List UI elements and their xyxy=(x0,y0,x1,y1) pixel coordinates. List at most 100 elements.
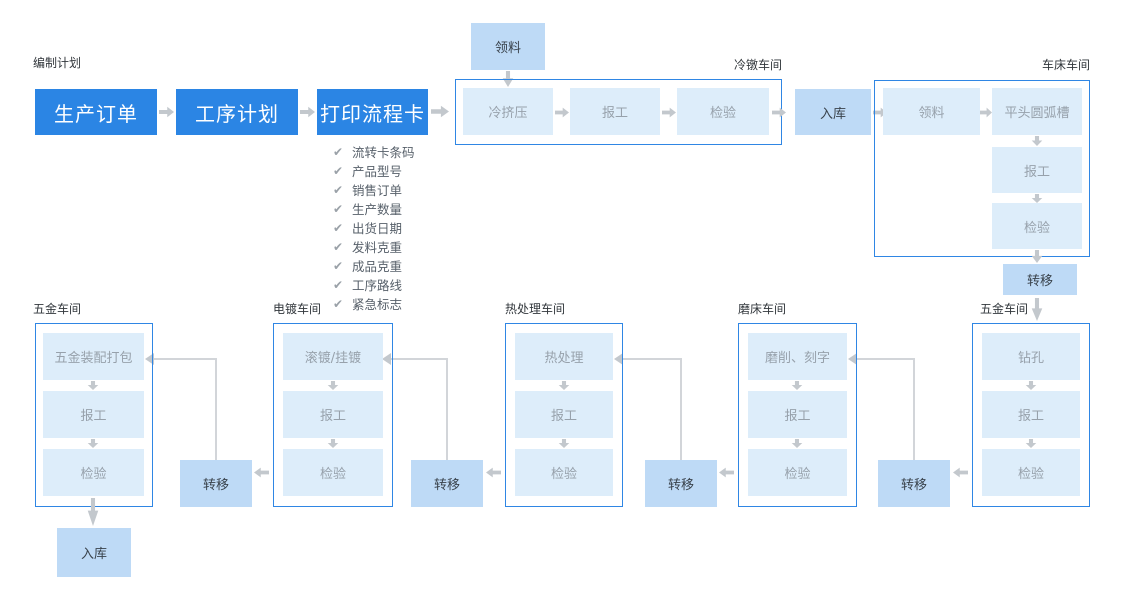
checklist-item-label: 产品型号 xyxy=(352,164,403,179)
node-production-order: 生产订单 xyxy=(35,89,157,135)
node-drilling: 钻孔 xyxy=(982,333,1080,380)
node-warehouse-in-final: 入库 xyxy=(57,528,131,577)
node-report-work: 报工 xyxy=(982,391,1080,438)
connector-line xyxy=(913,359,915,460)
workshop-label-hardware-left: 五金车间 xyxy=(33,302,82,316)
checklist-item: ✔ 生产数量 xyxy=(333,199,415,218)
node-transfer: 转移 xyxy=(180,460,252,507)
checklist-item-label: 成品克重 xyxy=(352,259,403,274)
checklist-item: ✔发料克重 xyxy=(333,237,415,256)
arrow-right-icon xyxy=(555,107,569,118)
arrow-left-icon xyxy=(614,353,623,365)
arrow-left-icon xyxy=(382,353,391,365)
arrow-down-icon xyxy=(1025,439,1037,448)
node-transfer: 转移 xyxy=(645,460,717,507)
node-barrel-rack-plating: 滚镀/挂镀 xyxy=(283,333,383,380)
arrow-down-icon xyxy=(791,381,803,390)
arrow-down-icon xyxy=(791,439,803,448)
node-transfer: 转移 xyxy=(878,460,950,507)
arrow-right-icon xyxy=(873,107,887,118)
checklist-item-label: 销售订单 xyxy=(352,183,403,198)
arrow-right-icon xyxy=(980,107,992,118)
arrow-left-icon xyxy=(719,467,734,478)
workshop-label-heat-treatment: 热处理车间 xyxy=(505,302,566,316)
node-pick-material: 领料 xyxy=(471,23,545,70)
workshop-label-lathe: 车床车间 xyxy=(1041,58,1090,72)
workshop-group-electroplating xyxy=(273,323,393,507)
arrow-left-icon xyxy=(145,353,154,365)
node-flat-head-arc-groove: 平头圆弧槽 xyxy=(992,88,1082,135)
node-report-work: 报工 xyxy=(515,391,613,438)
arrow-left-icon xyxy=(953,467,968,478)
arrow-down-icon xyxy=(1031,250,1043,263)
workshop-label-grinding: 磨床车间 xyxy=(738,302,787,316)
node-report-work: 报工 xyxy=(748,391,847,438)
node-inspection: 检验 xyxy=(283,449,383,496)
checklist-item-label: 生产数量 xyxy=(352,202,403,217)
arrow-right-icon xyxy=(159,106,174,118)
checklist-item-label: 流转卡条码 xyxy=(352,145,415,160)
connector-line xyxy=(390,358,448,360)
node-pick-material: 领料 xyxy=(883,88,980,135)
node-transfer: 转移 xyxy=(1003,264,1077,295)
node-inspection: 检验 xyxy=(748,449,847,496)
connector-line xyxy=(680,359,682,460)
arrow-down-icon xyxy=(327,381,339,390)
connector-line xyxy=(446,359,448,460)
workshop-group-lathe xyxy=(874,80,1090,257)
checklist-item: ✔销售订单 xyxy=(333,180,415,199)
connector-line xyxy=(215,359,217,460)
arrow-down-icon xyxy=(327,439,339,448)
checklist-item-label: 紧急标志 xyxy=(352,297,403,312)
flow-card-checklist: ✔流转卡条码 ✔产品型号 ✔销售订单 ✔生产数量 ✔出货日期 ✔发料克重 ✔成品… xyxy=(333,142,415,313)
connector-line xyxy=(622,358,682,360)
checklist-item-label: 出货日期 xyxy=(352,221,403,236)
check-icon: ✔ xyxy=(333,258,344,273)
arrow-down-icon xyxy=(87,381,99,390)
checklist-item: ✔ 成品克重 xyxy=(333,256,415,275)
connector-line xyxy=(153,358,217,360)
arrow-down-icon xyxy=(1031,194,1043,203)
arrow-down-icon xyxy=(1031,298,1043,321)
check-icon: ✔ xyxy=(333,239,344,254)
node-hardware-assembly-packing: 五金装配打包 xyxy=(43,333,144,380)
workshop-label-electroplating: 电镀车间 xyxy=(273,302,322,316)
check-icon: ✔ xyxy=(333,144,344,159)
node-warehouse-in: 入库 xyxy=(795,89,871,135)
arrow-down-icon xyxy=(558,381,570,390)
arrow-down-icon xyxy=(87,498,99,526)
workshop-label-hardware-right: 五金车间 xyxy=(979,302,1028,316)
arrow-left-icon xyxy=(486,467,501,478)
checklist-item: ✔ 流转卡条码 xyxy=(333,142,415,161)
checklist-item: ✔ 出货日期 xyxy=(333,218,415,237)
node-transfer: 转移 xyxy=(411,460,483,507)
check-icon: ✔ xyxy=(333,220,344,235)
checklist-item: ✔ 紧急标志 xyxy=(333,294,415,313)
node-inspection: 检验 xyxy=(43,449,144,496)
arrow-right-icon xyxy=(431,105,449,118)
arrow-down-icon xyxy=(558,439,570,448)
check-icon: ✔ xyxy=(333,296,344,311)
arrow-down-icon xyxy=(1031,136,1043,146)
node-inspection: 检验 xyxy=(677,88,769,135)
node-inspection: 检验 xyxy=(515,449,613,496)
node-heat-treatment: 热处理 xyxy=(515,333,613,380)
node-inspection: 检验 xyxy=(982,449,1080,496)
node-print-flow-card: 打印流程卡 xyxy=(317,89,428,135)
check-icon: ✔ xyxy=(333,163,344,178)
arrow-down-icon xyxy=(1025,381,1037,390)
node-grind-engrave: 磨削、刻字 xyxy=(748,333,847,380)
checklist-item: ✔工序路线 xyxy=(333,275,415,294)
node-report-work: 报工 xyxy=(43,391,144,438)
node-report-work: 报工 xyxy=(570,88,660,135)
node-process-plan: 工序计划 xyxy=(176,89,298,135)
arrow-right-icon xyxy=(772,107,786,118)
connector-line xyxy=(856,358,915,360)
arrow-down-icon xyxy=(87,439,99,448)
workshop-group-heat-treatment xyxy=(505,323,623,507)
workshop-label-cold-heading: 冷镦车间 xyxy=(733,58,782,72)
check-icon: ✔ xyxy=(333,201,344,216)
node-report-work: 报工 xyxy=(992,147,1082,193)
node-report-work: 报工 xyxy=(283,391,383,438)
